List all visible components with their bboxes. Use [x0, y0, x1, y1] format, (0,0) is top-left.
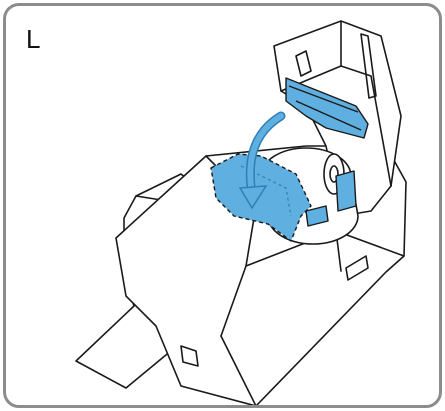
- printer-illustration: [75, 20, 407, 405]
- instruction-panel: L: [3, 3, 442, 408]
- close-cover-arrow: [238, 111, 286, 210]
- step-label: L: [26, 24, 41, 54]
- roller-highlight: [285, 77, 369, 227]
